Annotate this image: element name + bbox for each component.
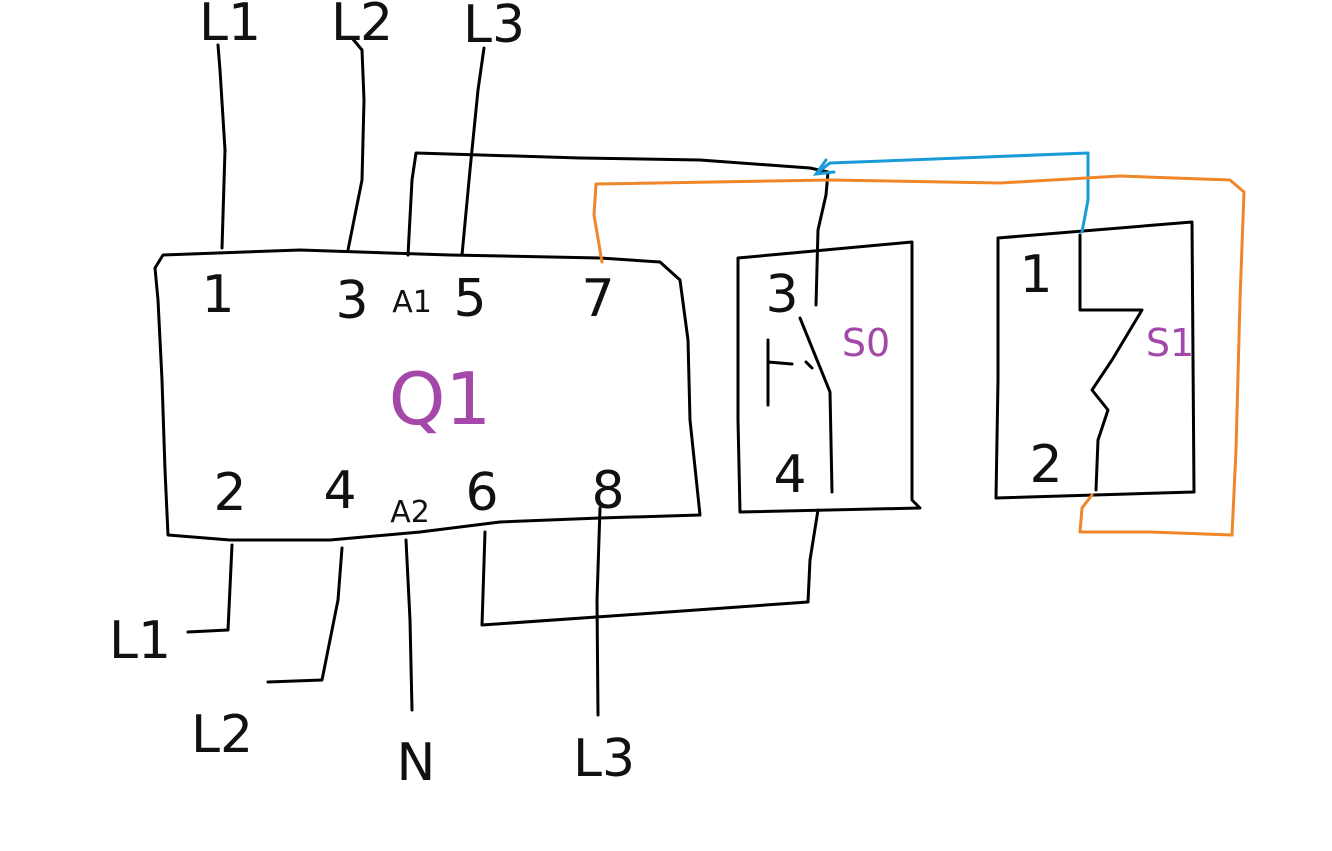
arrow-head-icon (812, 158, 836, 176)
terminal-8-label: 8 (591, 461, 624, 521)
terminal-3-label: 3 (335, 271, 368, 331)
switch-s0-contact (798, 316, 834, 494)
wire-a2-to-n (404, 538, 414, 712)
wire-8-to-l3 (595, 506, 602, 717)
terminal-5-label: 5 (453, 269, 486, 329)
wire-2-to-l1 (186, 543, 234, 634)
supply-top-l2-label: L2 (331, 0, 393, 53)
terminal-a2-label: A2 (390, 495, 430, 530)
terminal-2-label: 2 (213, 463, 246, 523)
s1-terminal-1-label: 1 (1019, 245, 1052, 305)
s1-terminal-2-label: 2 (1029, 435, 1062, 495)
s0-terminal-3-label: 3 (765, 265, 798, 325)
terminal-a1-label: A1 (392, 285, 432, 320)
supply-bottom-l2-label: L2 (191, 705, 253, 765)
s1-name: S1 (1146, 321, 1194, 365)
wire-4-to-l2 (266, 546, 344, 684)
terminal-6-label: 6 (465, 463, 498, 523)
terminal-1-label: 1 (201, 265, 234, 325)
wire-blue-s1-to-s0 (816, 151, 1090, 234)
s0-terminal-4-label: 4 (773, 445, 806, 505)
supply-top-l1-label: L1 (199, 0, 261, 53)
terminal-4-label: 4 (323, 461, 356, 521)
contactor-name: Q1 (389, 357, 491, 441)
switch-s0-actuator (766, 338, 794, 407)
supply-bottom-l1-label: L1 (109, 611, 171, 671)
wire-l1-top (216, 43, 227, 250)
wire-l2-top (346, 36, 366, 252)
supply-top-l3-label: L3 (463, 0, 525, 55)
switch-s0-box (736, 240, 922, 514)
wire-a1-to-s0 (406, 151, 830, 307)
wire-6-to-s0 (480, 508, 820, 627)
switch-s0-tick (804, 360, 814, 370)
supply-bottom-n-label: N (397, 733, 436, 793)
terminal-7-label: 7 (581, 269, 614, 329)
s0-name: S0 (842, 321, 890, 365)
wire-orange-7-to-s1 (592, 174, 1246, 537)
switch-s1-contact (1078, 233, 1144, 492)
supply-bottom-l3-label: L3 (573, 729, 635, 789)
switch-s1-box (994, 220, 1196, 500)
wire-l3-top (460, 46, 486, 257)
contactor-q1-body (153, 248, 702, 542)
